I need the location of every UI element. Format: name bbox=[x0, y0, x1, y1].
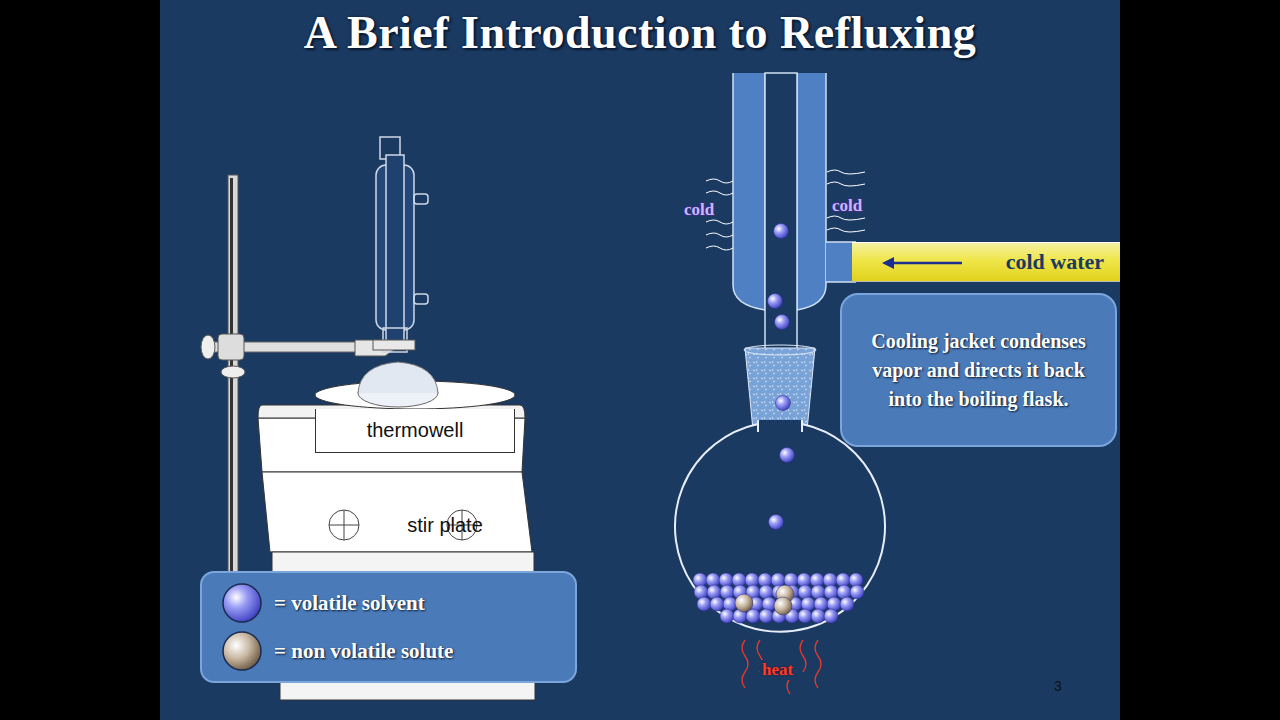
legend-text: = volatile solvent bbox=[274, 591, 425, 616]
molecule bbox=[780, 448, 795, 463]
molecule bbox=[837, 585, 851, 599]
legend-text: = non volatile solute bbox=[274, 639, 453, 664]
molecule bbox=[814, 597, 828, 611]
cold-label: cold bbox=[832, 196, 862, 216]
molecule bbox=[768, 294, 783, 309]
molecule bbox=[697, 597, 711, 611]
stir-plate: stir plate bbox=[380, 510, 510, 540]
molecule bbox=[707, 585, 721, 599]
molecule bbox=[811, 609, 825, 623]
legend-row: = non volatile solute bbox=[220, 627, 557, 675]
molecule bbox=[774, 224, 789, 239]
molecule bbox=[798, 585, 812, 599]
legend-row: = volatile solvent bbox=[220, 579, 557, 627]
molecule bbox=[811, 585, 825, 599]
node-text: stir plate bbox=[407, 514, 483, 537]
legend-sample bbox=[220, 629, 264, 673]
page-number: 3 bbox=[1054, 678, 1062, 694]
molecule bbox=[798, 609, 812, 623]
molecule bbox=[759, 609, 773, 623]
molecule bbox=[759, 585, 773, 599]
node-text: Cooling jacket condenses vapor and direc… bbox=[856, 327, 1101, 414]
molecule bbox=[735, 594, 753, 612]
molecule bbox=[801, 597, 815, 611]
node-text: thermowell bbox=[367, 419, 464, 442]
molecule bbox=[824, 585, 838, 599]
heating-mantle: thermowell bbox=[315, 409, 515, 453]
molecule bbox=[710, 597, 724, 611]
legend-sample bbox=[220, 581, 264, 625]
cold-label: cold bbox=[684, 200, 714, 220]
molecule bbox=[774, 597, 792, 615]
molecule bbox=[694, 585, 708, 599]
molecule bbox=[827, 597, 841, 611]
molecule bbox=[775, 315, 790, 330]
molecule bbox=[720, 609, 734, 623]
molecule bbox=[720, 585, 734, 599]
flow-arrow bbox=[880, 253, 970, 273]
slide-title: A Brief Introduction to Refluxing bbox=[160, 6, 1120, 59]
molecule bbox=[840, 597, 854, 611]
molecule bbox=[776, 396, 791, 411]
molecule bbox=[824, 609, 838, 623]
node-text: cold water bbox=[1006, 249, 1104, 275]
legend-box: = volatile solvent = non volatile solute bbox=[200, 571, 577, 683]
molecule bbox=[850, 585, 864, 599]
cold-water-inlet: cold water bbox=[852, 242, 1120, 282]
molecule bbox=[769, 515, 784, 530]
callout-box: Cooling jacket condenses vapor and direc… bbox=[840, 293, 1117, 447]
molecule bbox=[762, 597, 776, 611]
heat-label: heat bbox=[760, 660, 795, 680]
